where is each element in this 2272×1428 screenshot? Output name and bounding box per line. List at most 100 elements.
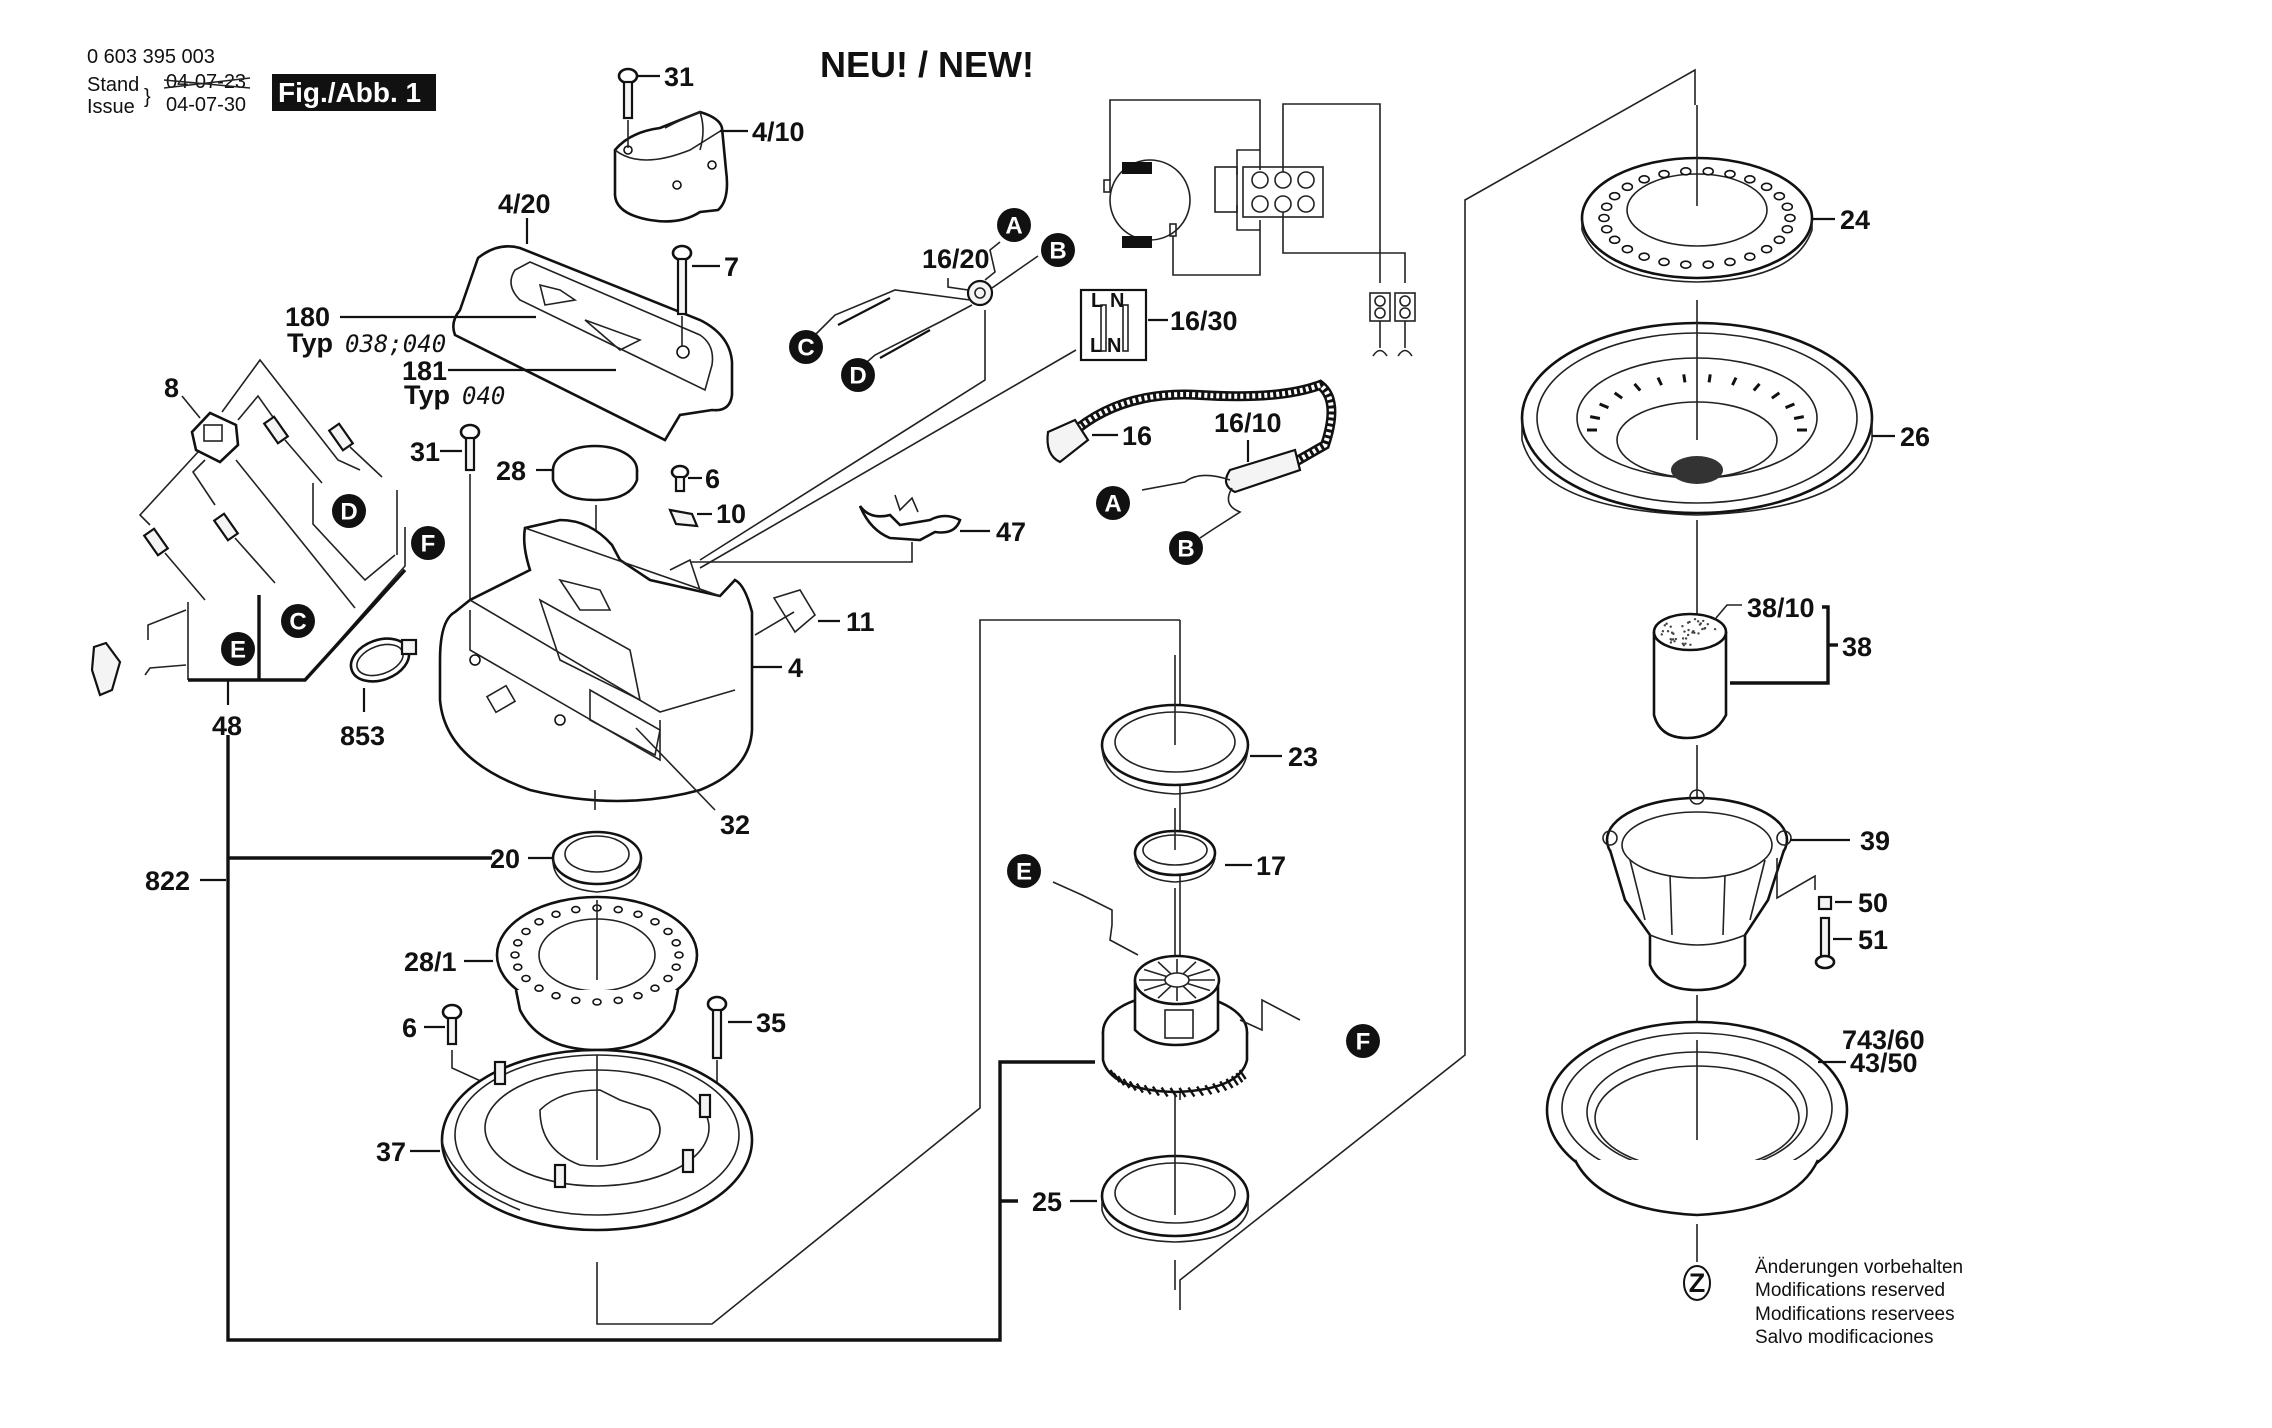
- connector-e-harness: E: [221, 632, 255, 666]
- hole: [552, 911, 560, 917]
- mesh-dot: [1681, 625, 1683, 627]
- label-38-10: 38/10: [1747, 593, 1815, 623]
- hole: [1725, 171, 1735, 178]
- brace-icon: }: [144, 86, 151, 108]
- hole: [1774, 193, 1784, 200]
- vane: [1794, 417, 1804, 419]
- part-16-power-cable: [1048, 385, 1332, 538]
- hole: [1745, 253, 1755, 260]
- label-38: 38: [1842, 632, 1872, 662]
- connector-e-motor: E: [1007, 854, 1041, 888]
- label-26: 26: [1900, 422, 1930, 452]
- mesh-dot: [1670, 626, 1672, 628]
- footer-notes: Änderungen vorbehalten Modifications res…: [1755, 1257, 1963, 1348]
- pin-c-wire: [815, 290, 970, 335]
- vane: [1709, 374, 1710, 382]
- hole: [535, 919, 543, 925]
- vane: [1590, 417, 1600, 419]
- screw-6-top-icon: [672, 466, 688, 491]
- label-853: 853: [340, 721, 385, 751]
- mesh-dot: [1701, 628, 1703, 630]
- hole: [1703, 168, 1713, 175]
- mesh-dot: [1675, 638, 1677, 640]
- connector-a-top: A: [997, 208, 1031, 242]
- hole: [1602, 226, 1612, 233]
- leader-line: [1716, 605, 1742, 618]
- part-motor: [1103, 956, 1247, 1097]
- connector-c-harness: C: [281, 604, 315, 638]
- hole: [1725, 258, 1735, 265]
- label-23: 23: [1288, 742, 1318, 772]
- label-180-typ-value: 038;040: [345, 330, 446, 358]
- wire-f: [1240, 1000, 1300, 1030]
- part-47-cable-holder: [860, 495, 960, 540]
- label-47: 47: [996, 517, 1026, 547]
- hole: [514, 964, 522, 970]
- hole: [1610, 193, 1620, 200]
- part-number: 0 603 395 003: [87, 46, 215, 68]
- hole: [514, 940, 522, 946]
- mesh-dot: [1697, 632, 1699, 634]
- hole: [1745, 176, 1755, 183]
- hole: [672, 964, 680, 970]
- hole: [1681, 168, 1691, 175]
- connector-e-label: E: [230, 637, 246, 664]
- connector-c-label: C: [289, 609, 306, 636]
- part-10-clip: [670, 510, 697, 526]
- label-35: 35: [756, 1008, 786, 1038]
- hole: [511, 952, 519, 958]
- connector-b-label: B: [1049, 238, 1066, 265]
- note-de: Änderungen vorbehalten: [1755, 1257, 1963, 1278]
- hole: [1610, 236, 1620, 243]
- label-37: 37: [376, 1137, 406, 1167]
- mesh-dot: [1662, 630, 1664, 632]
- label-180-typ: Typ: [287, 328, 333, 358]
- hole: [1622, 183, 1632, 190]
- hole: [1703, 261, 1713, 268]
- label-4: 4: [788, 653, 803, 683]
- switch-8-icon: [192, 413, 238, 462]
- hole: [1622, 246, 1632, 253]
- screw-35-icon: [708, 997, 726, 1090]
- connector-c-label: C: [797, 335, 814, 362]
- connector-b-cable: B: [1169, 531, 1203, 565]
- hole: [664, 929, 672, 935]
- label-11: 11: [846, 607, 875, 637]
- connector-d-label: D: [849, 363, 866, 390]
- part-20-seal-ring: [553, 832, 641, 892]
- label-16-10: 16/10: [1214, 408, 1282, 438]
- part-39-filter-cage: [1603, 790, 1791, 990]
- label-32: 32: [720, 810, 750, 840]
- screw-51-icon: [1816, 918, 1834, 968]
- hole: [614, 907, 622, 913]
- assembly-bracket-822: [228, 735, 1095, 1340]
- wire-e: [1053, 882, 1138, 955]
- label-181-typ: Typ: [404, 380, 450, 410]
- hole: [1785, 215, 1795, 222]
- part-38-10-filter-cartridge: [1654, 614, 1726, 738]
- leader-line: [182, 396, 200, 418]
- page-title: NEU! / NEW!: [820, 44, 1034, 85]
- hole: [572, 907, 580, 913]
- mesh-dot: [1694, 618, 1696, 620]
- hole: [535, 985, 543, 991]
- label-16: 16: [1122, 421, 1152, 451]
- mesh-dot: [1687, 629, 1689, 631]
- hole: [634, 993, 642, 999]
- leader-line: [1777, 858, 1815, 898]
- hole: [1639, 253, 1649, 260]
- connector-f-label: F: [421, 531, 436, 558]
- issue-date: 04-07-30: [166, 94, 246, 116]
- hole: [634, 911, 642, 917]
- hole: [1599, 215, 1609, 222]
- hole: [614, 997, 622, 1003]
- document-header: 0 603 395 003 Stand Issue } 04-07-23 04-…: [87, 46, 436, 118]
- label-31-top: 31: [664, 62, 694, 92]
- hole: [664, 976, 672, 982]
- label-16-20: 16/20: [922, 244, 990, 274]
- mesh-dot: [1670, 641, 1672, 643]
- wiring-schematic: [1104, 100, 1415, 356]
- vane: [1684, 374, 1685, 382]
- label-28-1: 28/1: [404, 947, 457, 977]
